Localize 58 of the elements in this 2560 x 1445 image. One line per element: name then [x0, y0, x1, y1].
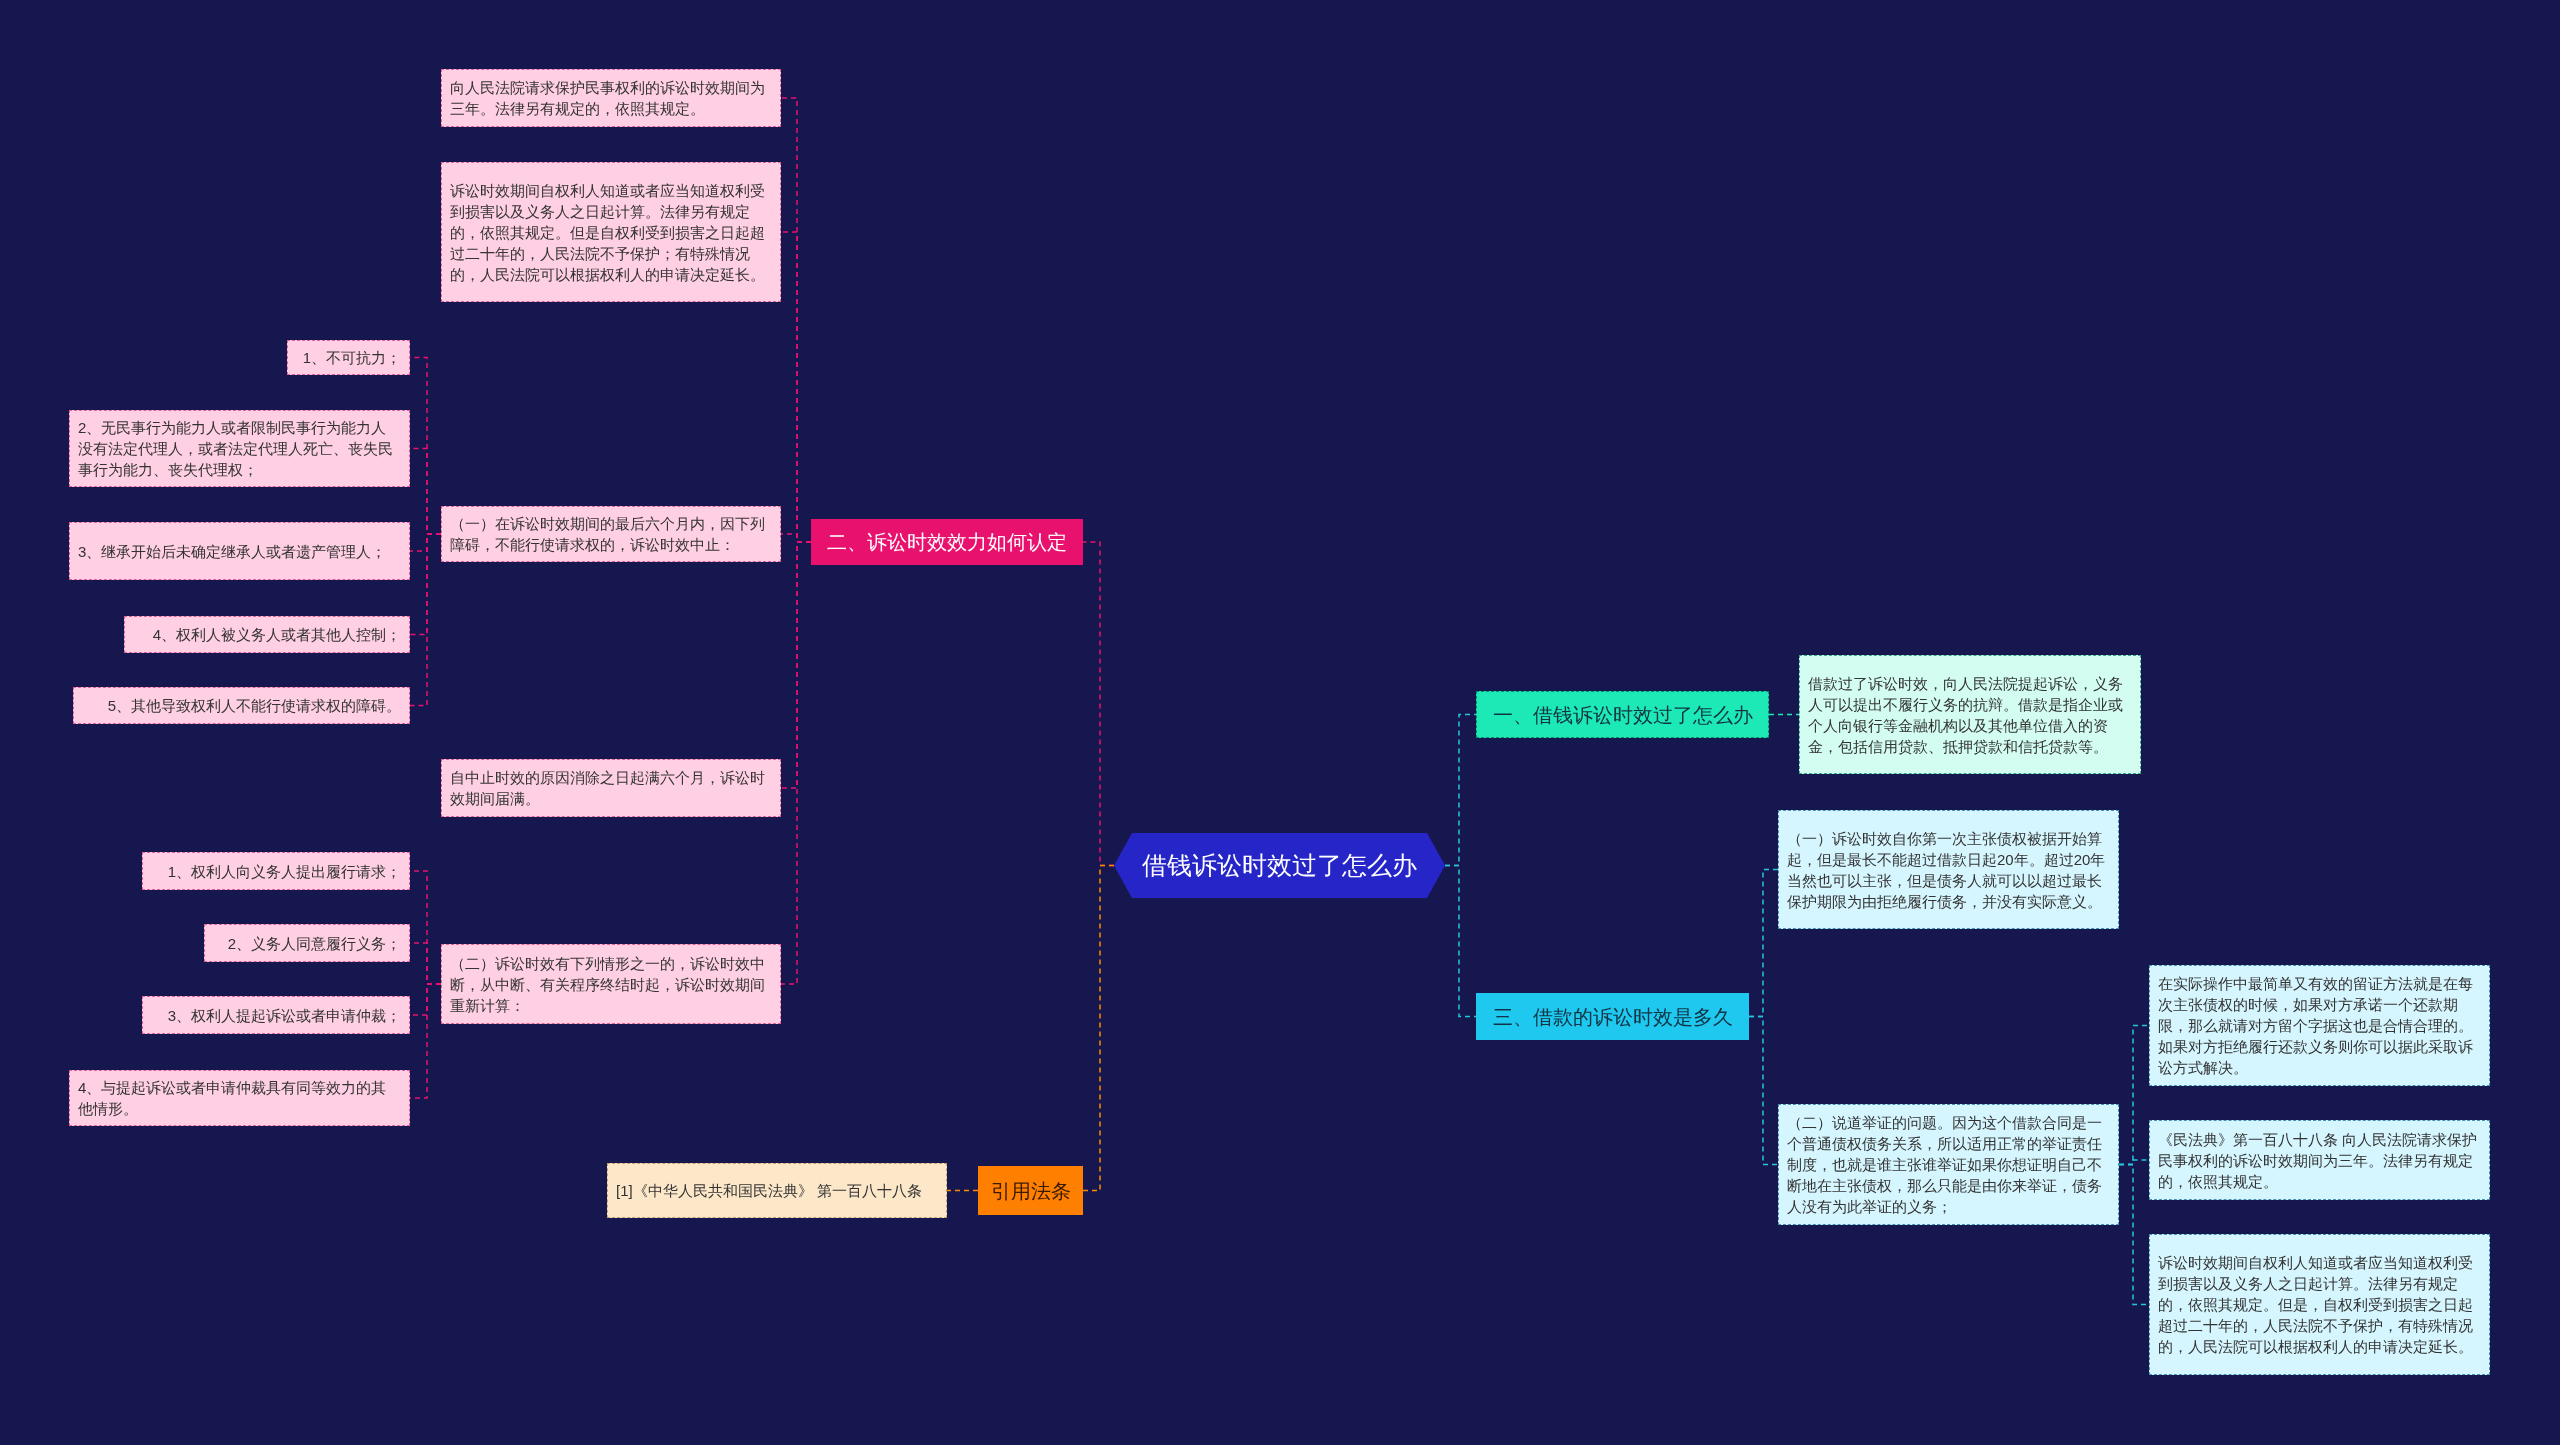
note-text: （二）诉讼时效有下列情形之一的，诉讼时效中断，从中断、有关程序终结时起，诉讼时效期间重新计算： [450, 953, 766, 1016]
topic-label: 二、诉讼时效效力如何认定 [827, 530, 1067, 555]
note-text: 借款过了诉讼时效，向人民法院提起诉讼，义务人可以提出不履行义务的抗辩。借款是指企业或个人向银行等金融机构以及其他单位借入的资金，包括信用贷款、抵押贷款和信托贷款等。 [1808, 673, 2124, 757]
note-box [73, 687, 410, 724]
note-box [1778, 1104, 2119, 1225]
note-text: 3、继承开始后未确定继承人或者遗产管理人； [78, 541, 387, 562]
note-box [441, 69, 781, 127]
note-text: 5、其他导致权利人不能行使请求权的障碍。 [107, 696, 401, 716]
note-text: [1]《中华人民共和国民法典》 第一百八十八条 [616, 1181, 922, 1201]
connector-line [946, 1189, 979, 1192]
note-text: 在实际操作中最简单又有效的留证方法就是在每次主张债权的时候，如果对方承诺一个还款期限，那么就请对方留个字据这也是合情合理的。如果对方拒绝履行还款义务则你可以据此采取诉讼方式解决。 [2158, 974, 2474, 1078]
note-box [441, 944, 781, 1024]
note-text: 1、不可抗力； [302, 348, 401, 368]
connector-line [1082, 864, 1115, 1192]
note-text: 诉讼时效期间自权利人知道或者应当知道权利受到损害以及义务人之日起计算。法律另有规定的，依照其规定。但是，自权利受到损害之日起超过二十年的，人民法院不予保护，有特殊情况的，人民法院可以根据权利人的申请决定延长。 [2158, 1253, 2474, 1357]
note-text: 自中止时效的原因消除之日起满六个月，诉讼时效期间届满。 [450, 768, 766, 809]
topic-label: 三、借款的诉讼时效是多久 [1492, 1004, 1733, 1030]
note-text: 2、义务人同意履行义务； [227, 933, 401, 954]
note-box [1799, 655, 2141, 774]
branch-topic [978, 1166, 1083, 1215]
note-text: 诉讼时效期间自权利人知道或者应当知道权利受到损害以及义务人之日起计算。法律另有规定的，依照其规定。但是自权利受到损害之日起超过二十年的，人民法院不予保护；有特殊情况的，人民法院可以根据权利人的申请决定延长。 [450, 180, 766, 285]
note-text: 1、权利人向义务人提出履行请求； [167, 861, 401, 882]
topic-label: 引用法条 [990, 1178, 1071, 1204]
note-text: 4、与提起诉讼或者申请仲裁具有同等效力的其他情形。 [78, 1078, 388, 1119]
note-text: 3、权利人提起诉讼或者申请仲裁； [167, 1005, 401, 1026]
note-box [204, 924, 410, 962]
branch-topic [811, 519, 1083, 565]
note-box [142, 996, 410, 1034]
note-text: 4、权利人被义务人或者其他人控制； [152, 625, 401, 645]
note-box [124, 616, 410, 653]
central-topic [1114, 833, 1445, 898]
note-text: （一）在诉讼时效期间的最后六个月内，因下列障碍，不能行使请求权的，诉讼时效中止： [450, 514, 766, 555]
note-box [142, 852, 410, 890]
note-box [69, 1070, 410, 1126]
note-box [441, 506, 781, 562]
note-box [441, 162, 781, 302]
connector-line [1748, 1015, 1779, 1166]
note-text: （二）说道举证的问题。因为这个借款合同是一个普通债权债务关系，所以适用正常的举证责任制度，也就是谁主张谁举证如果你想证明自己不断地在主张债权，那么只能是由你来举证，债务人没有为此举证的义务； [1787, 1113, 2103, 1217]
note-box [1778, 810, 2119, 929]
note-box [441, 759, 781, 817]
branch-topic [1476, 691, 1769, 738]
note-text: 2、无民事行为能力人或者限制民事行为能力人没有法定代理人，或者法定代理人死亡、丧失民事行为能力、丧失代理权； [78, 418, 394, 480]
note-box [287, 340, 410, 375]
note-box [69, 410, 410, 487]
topic-label: 一、借钱诉讼时效过了怎么办 [1492, 702, 1753, 728]
connector-line [409, 533, 442, 707]
note-box [69, 522, 410, 580]
note-box [2149, 1120, 2490, 1200]
connector-line [1444, 864, 1477, 1018]
connector-line [1768, 713, 1800, 716]
branch-topic [1476, 993, 1749, 1040]
note-box [607, 1163, 947, 1218]
topic-label: 借钱诉讼时效过了怎么办 [1142, 850, 1417, 881]
note-box [2149, 1234, 2490, 1375]
note-text: 向人民法院请求保护民事权利的诉讼时效期间为三年。法律另有规定的，依照其规定。 [450, 78, 766, 119]
note-text: 《民法典》第一百八十八条 向人民法院请求保护民事权利的诉讼时效期间为三年。法律另有规定的，依照其规定。 [2158, 1129, 2479, 1192]
note-box [2149, 965, 2490, 1086]
note-text: （一）诉讼时效自你第一次主张债权被据开始算起，但是最长不能超过借款日起20年。超过20年当然也可以主张，但是债务人就可以以超过最长保护期限为由拒绝履行债务，并没有实际意义。 [1787, 828, 2107, 912]
